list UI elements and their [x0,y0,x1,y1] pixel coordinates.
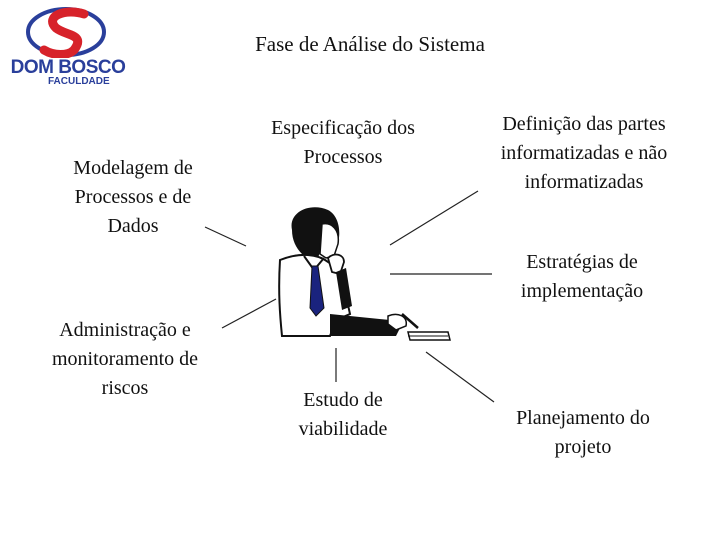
label-line: implementação [520,280,644,302]
connector-modelagem [204,226,247,247]
label-line: Especificação dos [271,117,415,139]
page-title: Fase de Análise do Sistema [255,32,485,56]
connector-definicao [389,190,479,246]
label-line: Processos [303,146,383,168]
dom-bosco-logo: DOM BOSCO FACULDADE [4,6,134,88]
label-line: Dados [107,215,159,237]
logo-swoosh-icon [26,7,106,58]
label-modelagem: Modelagem de Processos e de Dados [50,154,216,241]
label-line: projeto [554,436,612,458]
label-line: viabilidade [298,418,388,440]
label-line: informatizadas [524,171,644,193]
connector-administracao [221,298,277,329]
thinking-man-icon [278,207,451,341]
label-line: Estudo de [303,389,383,411]
label-line: Planejamento do [516,407,650,429]
label-administracao: Administração e monitoramento de riscos [30,316,220,403]
label-line: monitoramento de [51,348,199,370]
label-line: Estratégias de [526,251,638,273]
logo-brand-text: DOM BOSCO [10,57,126,78]
label-line: riscos [101,377,149,399]
label-line: Processos e de [74,186,192,208]
label-line: Modelagem de [73,157,193,179]
label-line: Definição das partes [502,113,666,135]
logo-subtitle-text: FACULDADE [48,76,110,87]
label-definicao: Definição das partes informatizadas e nã… [474,110,694,197]
label-estudo: Estudo de viabilidade [276,386,410,444]
label-especificacao: Especificação dos Processos [250,114,436,172]
label-line: informatizadas e não [500,142,668,164]
label-estrategias: Estratégias de implementação [496,248,668,306]
label-line: Administração e [59,319,191,341]
label-planejamento: Planejamento do projeto [494,404,672,462]
connector-planejamento [425,351,495,403]
